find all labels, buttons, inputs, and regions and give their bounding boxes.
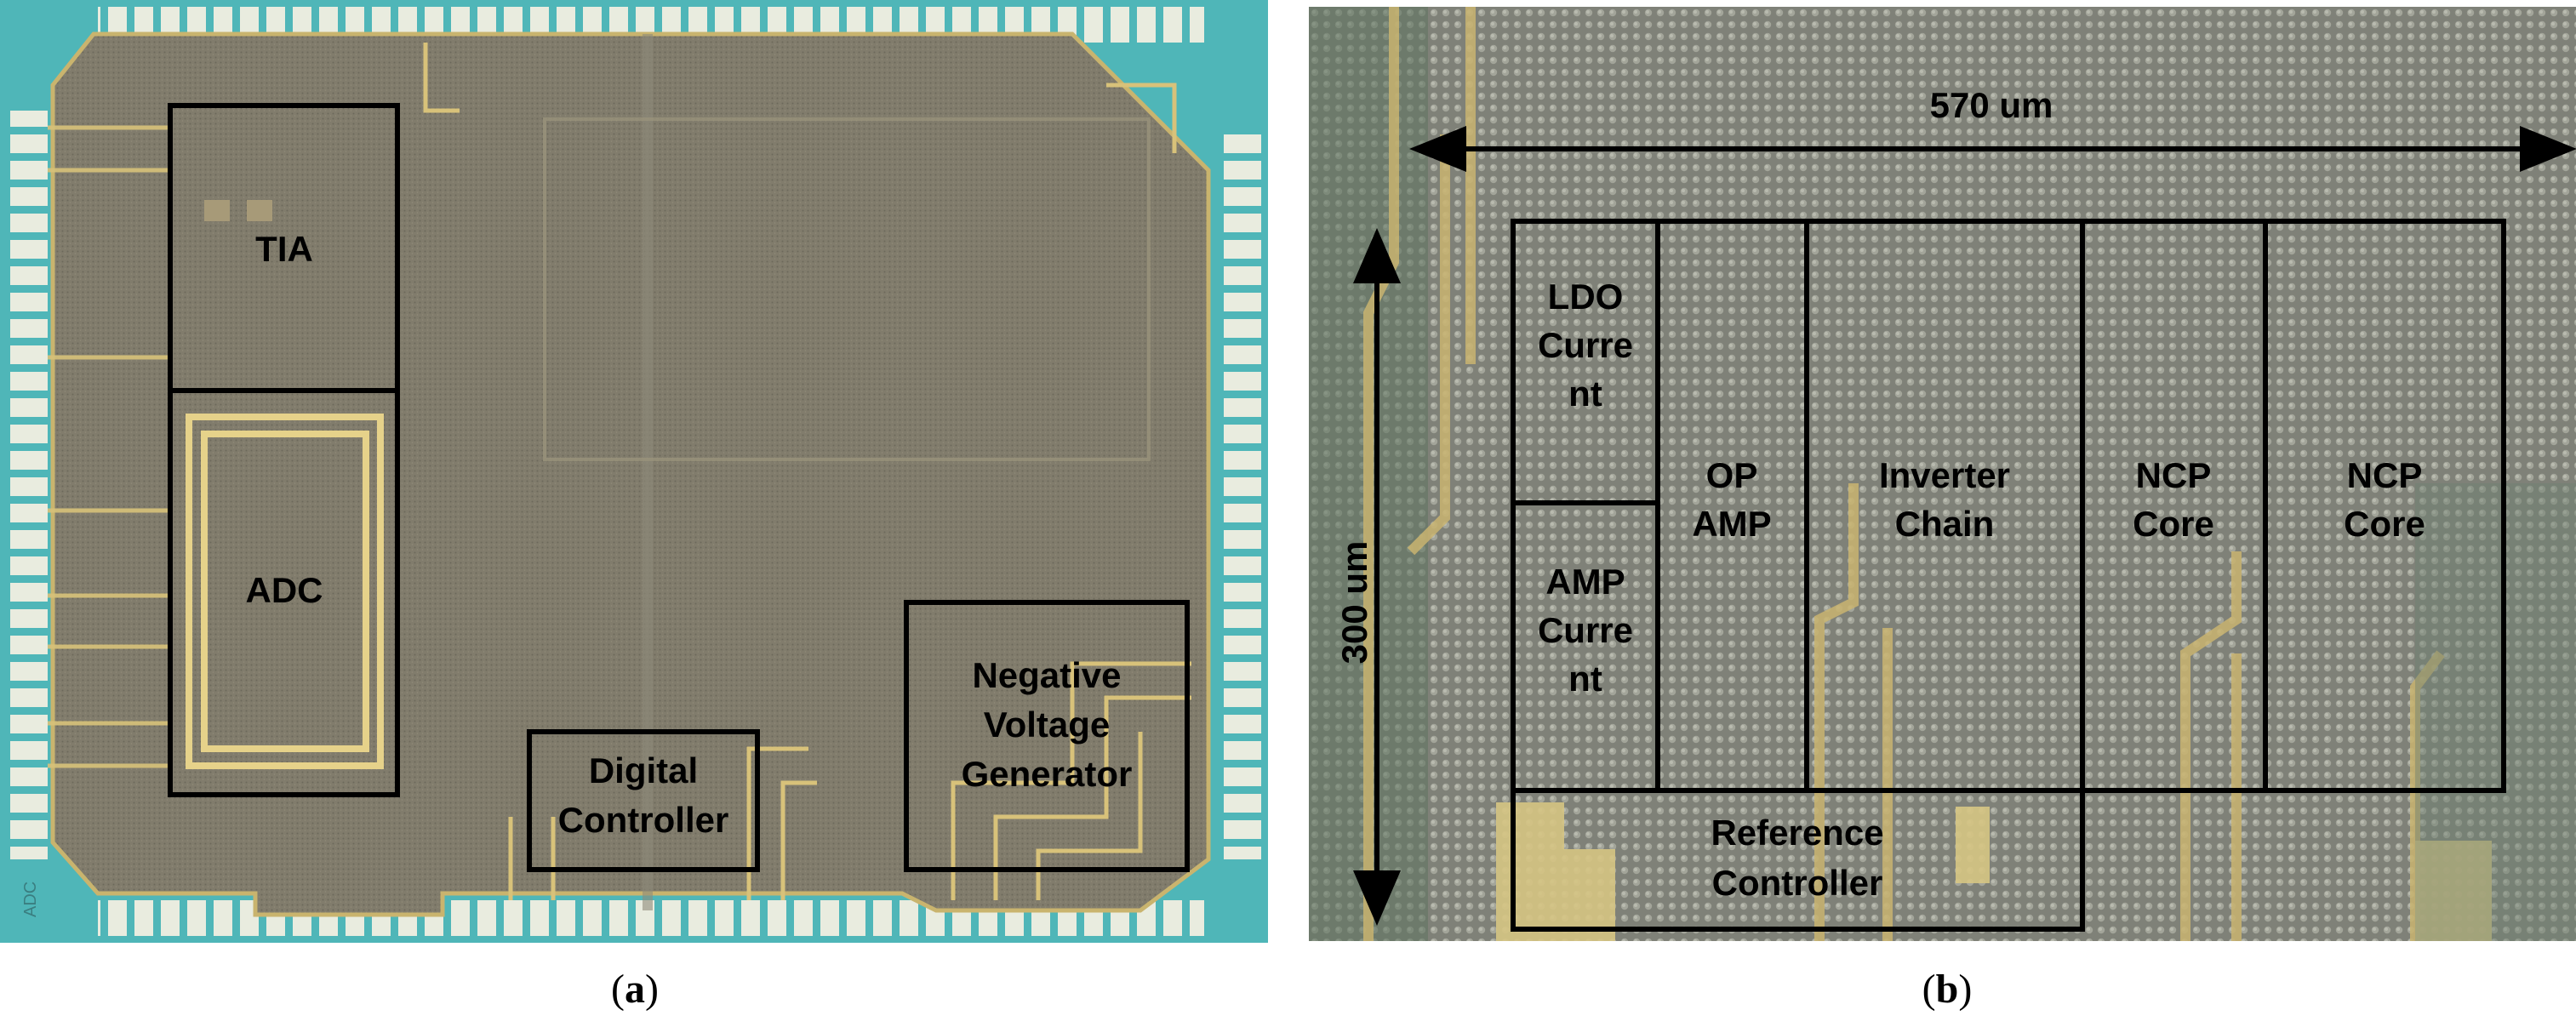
inverter-chain-label-line-2: Chain [1895,504,1995,544]
caption-b-letter: b [1935,967,1959,1012]
chip-marking: ADC [21,882,40,917]
ldo-current-label-line-1: LDO [1548,277,1624,317]
ldo-current-label-line-2: Curre [1538,325,1633,365]
op-amp-label-line-2: AMP [1692,504,1771,544]
caption-a: (a) [611,967,659,1012]
nvg-label-line-1: Negative [972,655,1121,695]
digital-controller-label-line-2: Controller [558,800,729,840]
nvg-label-line-3: Generator [962,754,1133,794]
adc-label: ADC [246,570,323,610]
adc-box [168,388,400,797]
height-dimension-label: 300 um [1334,541,1374,665]
op-amp-label-line-1: OP [1706,455,1758,495]
negative-voltage-generator-box [904,600,1190,872]
caption-a-letter: a [625,967,645,1012]
caption-b: (b) [1922,967,1973,1012]
width-dimension-arrow [1409,126,2576,172]
height-dimension-arrow [1353,228,1401,926]
die-a [50,31,1211,917]
tia-label: TIA [255,229,313,269]
ncp-core-1-label-line-1: NCP [2136,455,2212,495]
width-dimension-label: 570 um [1930,85,2053,125]
amp-current-label-line-2: Curre [1538,610,1633,650]
wiring-bottom [423,43,1191,900]
chip-photo-b-svg: 570 um 300 um LDO Curre nt AMP Curre nt … [1309,7,2576,941]
nvg-label-line-2: Voltage [984,705,1111,745]
digital-controller-label-line-1: Digital [589,750,698,790]
wiring-b [1363,7,2445,941]
amp-current-label-line-3: nt [1568,659,1602,699]
digital-controller-box [527,729,760,872]
ldo-current-label-line-3: nt [1568,374,1602,414]
pad-column-right [1224,128,1261,859]
ncp-core-2-label-line-2: Core [2344,504,2425,544]
chip-photo-a: ADC TIA ADC Digital Controller Negative … [0,0,1268,943]
wiring-left [48,125,170,768]
chip-photo-b: 570 um 300 um LDO Curre nt AMP Curre nt … [1309,7,2576,941]
adc-metal-frame [186,414,384,769]
amp-current-label-line-1: AMP [1545,562,1625,602]
ncp-core-1-label-line-2: Core [2133,504,2214,544]
inverter-chain-label-line-1: Inverter [1879,455,2010,495]
ncp-core-2-label-line-1: NCP [2347,455,2423,495]
chip-photo-a-svg: ADC TIA ADC Digital Controller Negative … [0,0,1268,943]
reference-controller-label-line-2: Controller [1712,863,1883,903]
pad-column-left [10,111,48,859]
reference-controller-label-line-1: Reference [1711,813,1883,853]
reference-controller-box [1511,788,2085,932]
